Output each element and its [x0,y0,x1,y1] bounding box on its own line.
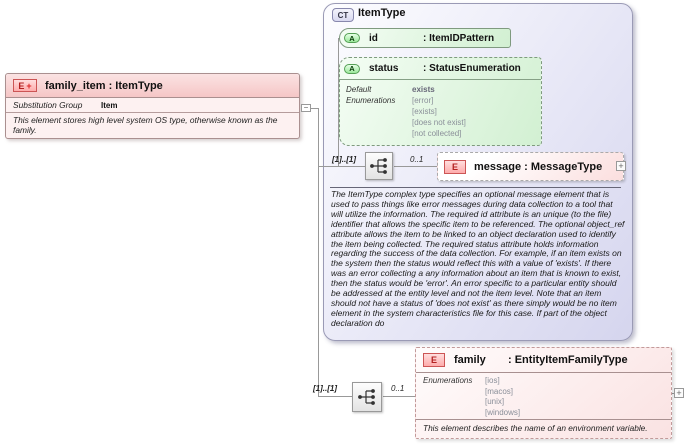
substitution-group-value: Item [101,100,118,110]
enumeration-value: [error] [412,96,434,105]
connector-line [672,393,675,394]
id-attribute-name: id [369,32,378,44]
itemtype-title: ItemType [358,7,406,19]
cardinality-label: 0..1 [391,384,405,393]
enumeration-value: [unix] [485,397,505,406]
enumeration-value: [windows] [485,407,521,417]
family-element-name: family [454,354,486,366]
enumeration-value: [does not exist] [412,118,466,127]
status-attribute-name: status [369,63,399,74]
sequence-compositor-icon[interactable] [365,152,393,180]
default-value: exists [412,85,435,94]
status-attribute-type: : StatusEnumeration [423,63,521,74]
status-attribute-box[interactable]: A status : StatusEnumeration Default Enu… [339,57,542,146]
enumerations-label: Enumerations [423,376,473,385]
family-item-title: family_item : ItemType [45,79,163,92]
plus-icon: + [26,80,32,91]
complextype-icon: CT [332,8,354,22]
attribute-connector-line [338,38,339,166]
element-icon: E [423,353,445,367]
element-icon: E [444,159,466,174]
documentation-divider [330,187,621,188]
status-attribute-facets: Default Enumerations exists [error] [exi… [340,80,541,139]
occurrence-label: [1]..[1] [332,155,356,164]
itemtype-documentation: The ItemType complex type specifies an o… [331,190,625,328]
sequence-glyph [370,158,387,174]
element-icon: E+ [13,79,37,92]
enumeration-value: [not collected] [412,129,462,138]
id-attribute-type: : ItemIDPattern [423,32,495,44]
collapse-toggle-button[interactable]: − [301,104,311,112]
expand-message-button[interactable]: + [616,161,626,171]
message-element-title: message : MessageType [474,160,603,173]
sequence-compositor-icon[interactable] [352,382,382,412]
attribute-icon: A [344,63,360,74]
family-item-description: This element stores high level system OS… [13,115,278,135]
connector-line [311,108,319,109]
connector-line [394,166,437,167]
family-item-header: E+ family_item : ItemType [6,74,299,98]
enumeration-value: [exists] [412,107,437,116]
element-icon-letter: E [18,80,25,91]
substitution-group-label: Substitution Group [13,100,83,110]
family-item-element-box[interactable]: E+ family_item : ItemType Substitution G… [5,73,300,139]
family-element-type: : EntityItemFamilyType [508,354,628,366]
connector-line [319,166,365,167]
family-element-description: This element describes the name of an en… [423,423,648,433]
enumerations-label: Enumerations [346,96,396,105]
message-element-box[interactable]: E message : MessageType [437,152,624,181]
cardinality-label: 0..1 [410,155,424,164]
id-attribute-box[interactable]: A id : ItemIDPattern [339,28,511,48]
sequence-glyph [358,389,375,405]
connector-line [383,396,415,397]
substitution-group-row: Substitution Group Item [6,98,299,113]
occurrence-label: [1]..[1] [313,384,337,393]
default-label: Default [346,85,372,94]
family-element-header: E family : EntityItemFamilyType [416,348,671,373]
attribute-icon: A [344,33,360,43]
connector-trunk-line [318,108,319,397]
status-attribute-header: A status : StatusEnumeration [340,58,541,80]
expand-family-button[interactable]: + [674,388,684,398]
enumeration-value: [macos] [485,386,514,396]
connector-line [319,396,352,397]
family-element-box[interactable]: E family : EntityItemFamilyType Enumerat… [415,347,672,439]
enumeration-value: [ios] [485,376,500,385]
family-enumerations-row: Enumerations [ios] [macos] [unix] [windo… [416,373,671,420]
